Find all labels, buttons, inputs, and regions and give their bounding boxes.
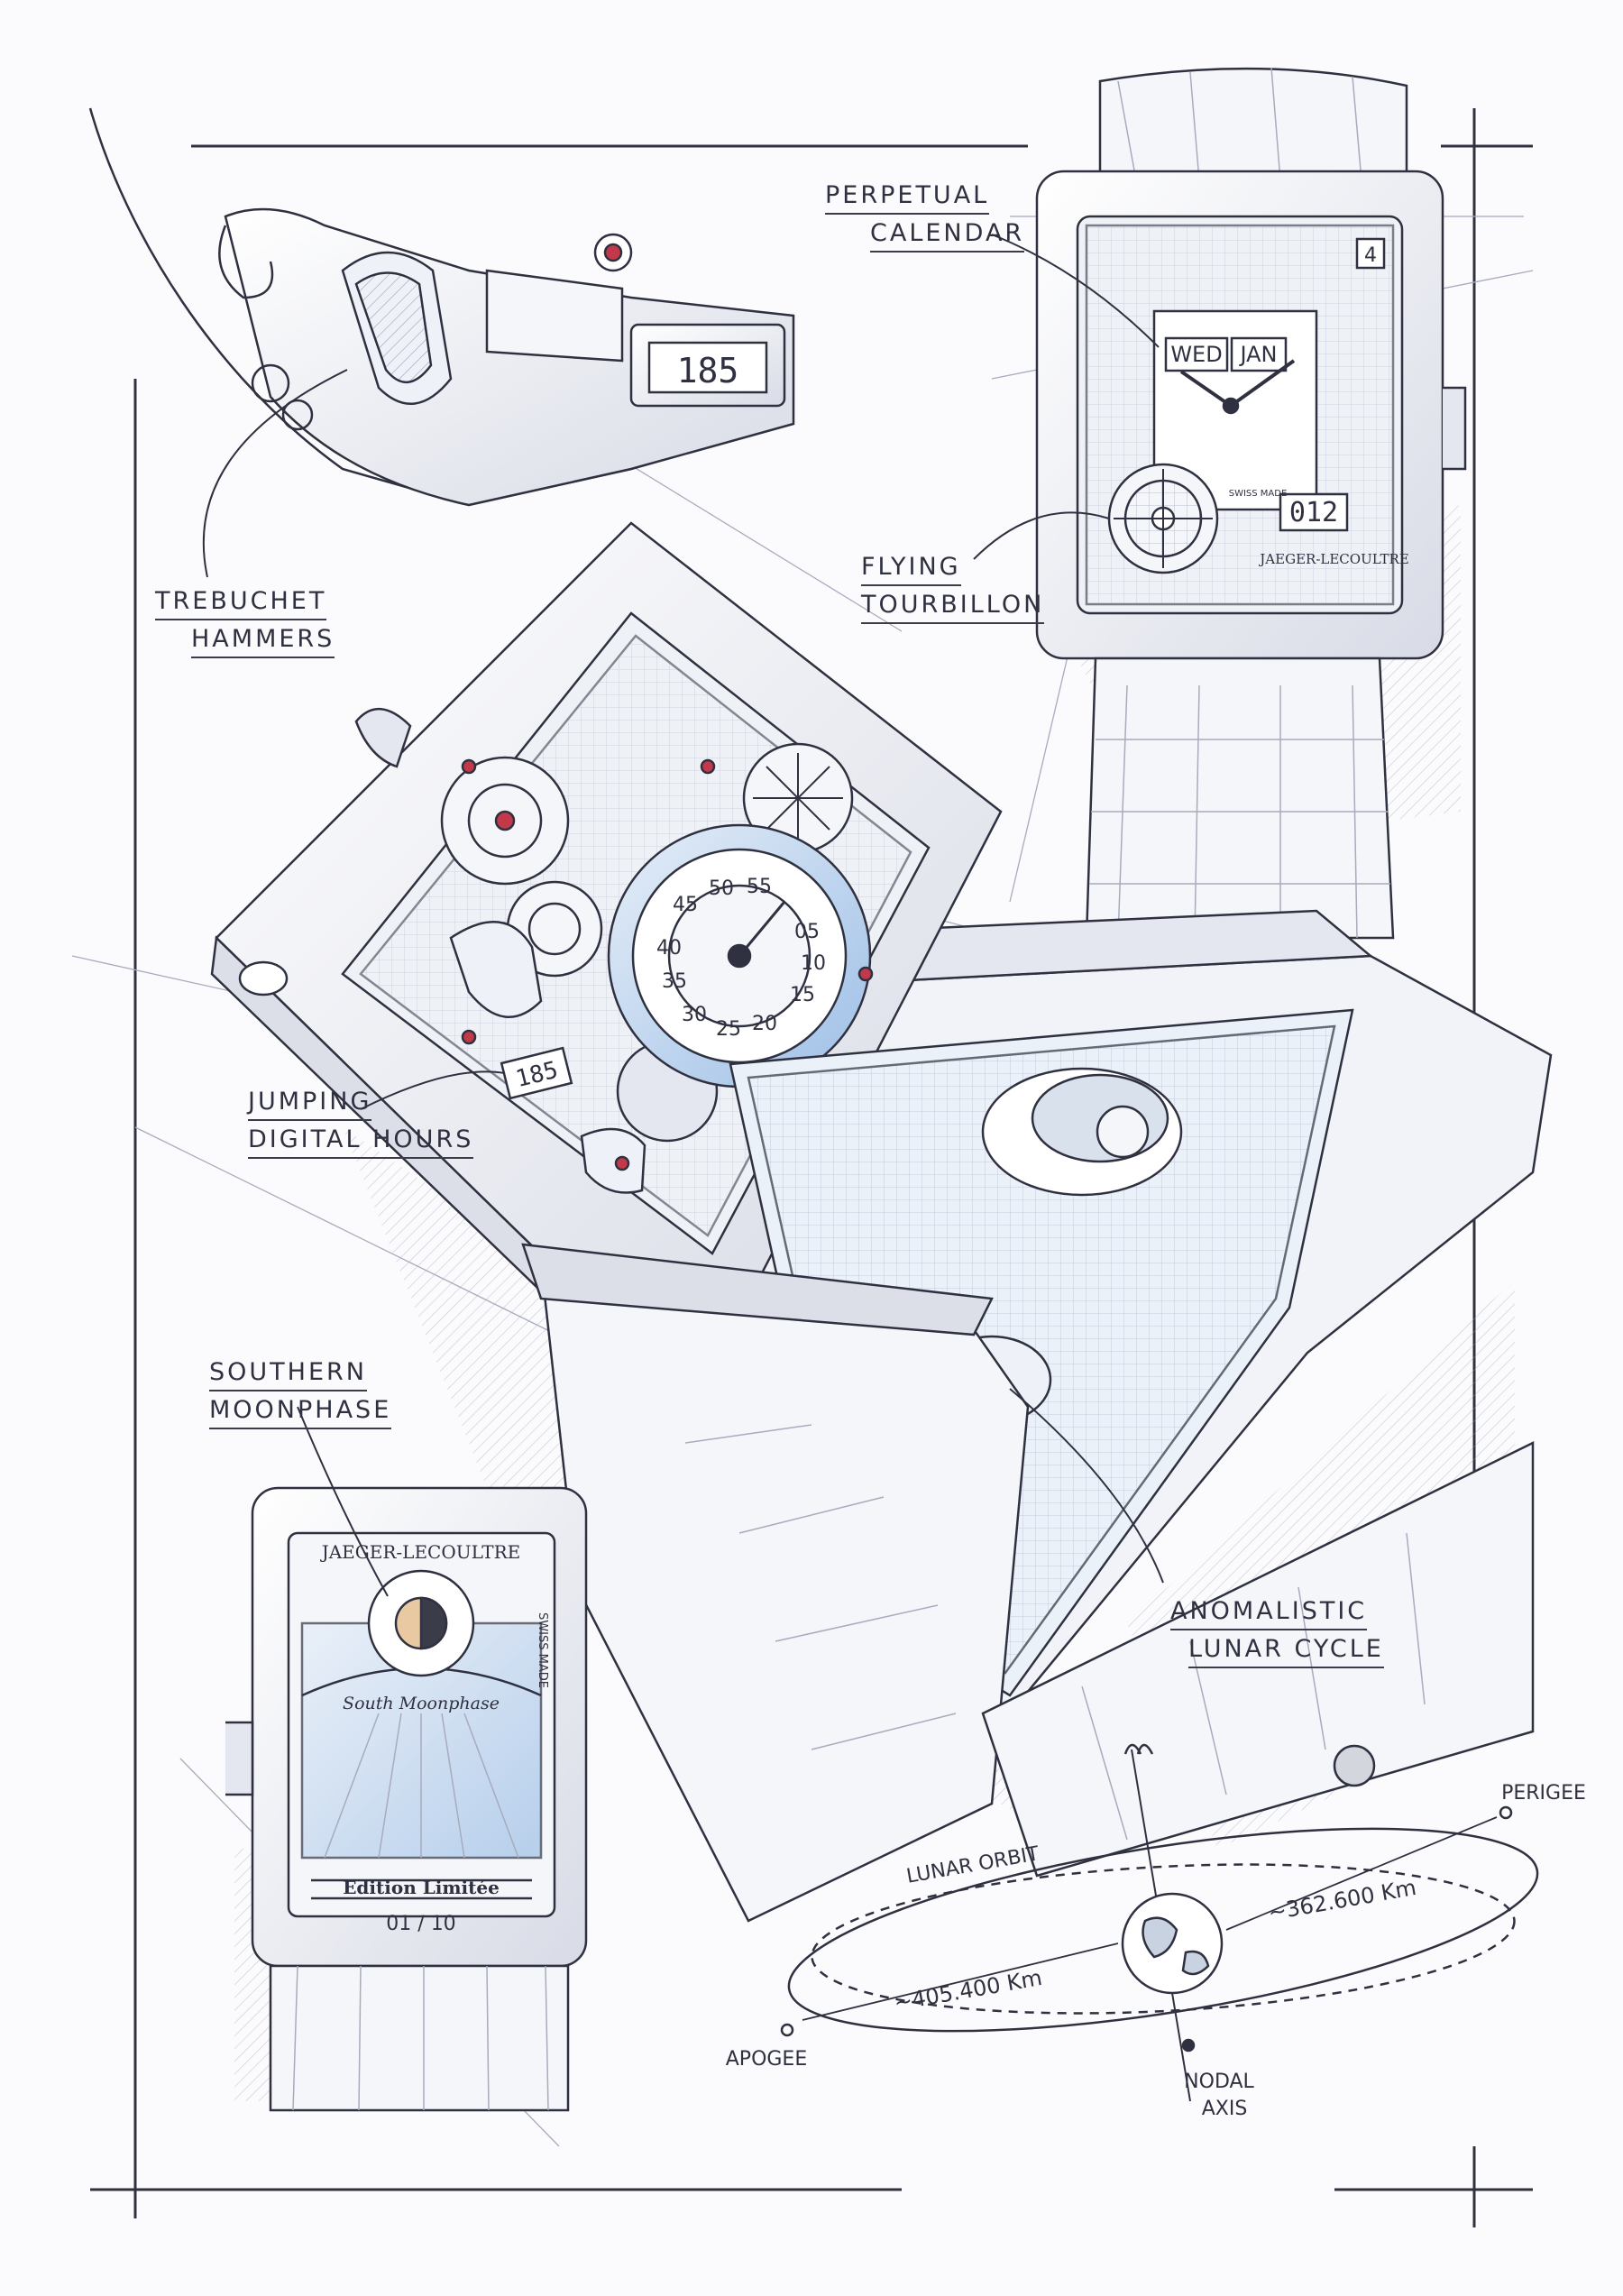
edition-number: 01 / 10 — [386, 1913, 455, 1935]
label-line: JUMPING — [248, 1087, 372, 1121]
label-perpetual-calendar: PERPETUAL CALENDAR — [825, 180, 1025, 256]
minute-numeral: 55 — [747, 876, 772, 898]
lunar-orbit-label: LUNAR ORBIT — [904, 1842, 1041, 1888]
leader-lines — [202, 234, 1164, 1597]
label-line: TREBUCHET — [155, 586, 327, 620]
label-trebuchet-hammers: TREBUCHET HAMMERS — [155, 586, 335, 662]
label-flying-tourbillon: FLYING TOURBILLON — [861, 552, 1045, 628]
label-line: DIGITAL HOURS — [248, 1125, 474, 1159]
minute-numeral: 45 — [673, 894, 698, 916]
label-line: PERPETUAL — [825, 180, 990, 215]
front-swiss-made: SWISS MADE — [1229, 489, 1288, 499]
minute-numeral: 10 — [801, 952, 826, 975]
label-line: SOUTHERN — [209, 1357, 367, 1391]
back-swiss-made: SWISS MADE — [536, 1612, 549, 1688]
minute-numeral: 20 — [752, 1013, 777, 1035]
minute-numeral: 30 — [682, 1004, 707, 1026]
watch-back — [225, 1486, 588, 2112]
minute-numeral: 50 — [709, 877, 734, 900]
apogee-label: APOGEE — [726, 2048, 807, 2071]
edition-label: Edition Limitée — [343, 1877, 500, 1898]
frame-lines — [90, 108, 1533, 2227]
minute-numerals: 45 50 55 05 10 15 20 25 30 35 40 — [656, 876, 826, 1041]
label-line: MOONPHASE — [209, 1395, 392, 1429]
watch-center — [210, 521, 1553, 1923]
hammers-hour-display: 185 — [677, 351, 739, 390]
front-digital-hours: 012 — [1289, 497, 1338, 528]
nodal-axis-line-2: AXIS — [1202, 2098, 1248, 2120]
label-line: HAMMERS — [191, 624, 335, 658]
label-anomalistic-lunar-cycle: ANOMALISTIC LUNAR CYCLE — [1170, 1596, 1384, 1672]
label-line: TOURBILLON — [861, 590, 1045, 624]
label-line: FLYING — [861, 552, 961, 586]
label-southern-moonphase: SOUTHERN MOONPHASE — [209, 1357, 392, 1433]
minute-numeral: 05 — [794, 921, 820, 943]
watch-front — [1035, 67, 1467, 940]
calendar-date: 4 — [1364, 244, 1377, 267]
label-line: ANOMALISTIC — [1170, 1596, 1368, 1630]
back-moonphase-text: South Moonphase — [343, 1694, 500, 1713]
label-jumping-digital-hours: JUMPING DIGITAL HOURS — [248, 1087, 474, 1162]
nodal-axis-line-1: NODAL — [1184, 2071, 1254, 2093]
calendar-day: WED — [1170, 342, 1222, 367]
back-brand: JAEGER-LECOULTRE — [320, 1541, 521, 1563]
calendar-month: JAN — [1238, 342, 1277, 367]
minute-numeral: 15 — [790, 984, 815, 1006]
minute-numeral: 40 — [656, 937, 682, 960]
perigee-label: PERIGEE — [1501, 1782, 1586, 1805]
minute-numeral: 35 — [662, 970, 687, 993]
orbit-diagram — [780, 1743, 1539, 2102]
label-line: LUNAR CYCLE — [1188, 1634, 1384, 1668]
label-line: CALENDAR — [870, 218, 1025, 253]
minute-numeral: 25 — [716, 1018, 741, 1041]
front-brand: JAEGER-LECOULTRE — [1258, 551, 1408, 567]
hammers-detail — [88, 107, 795, 507]
